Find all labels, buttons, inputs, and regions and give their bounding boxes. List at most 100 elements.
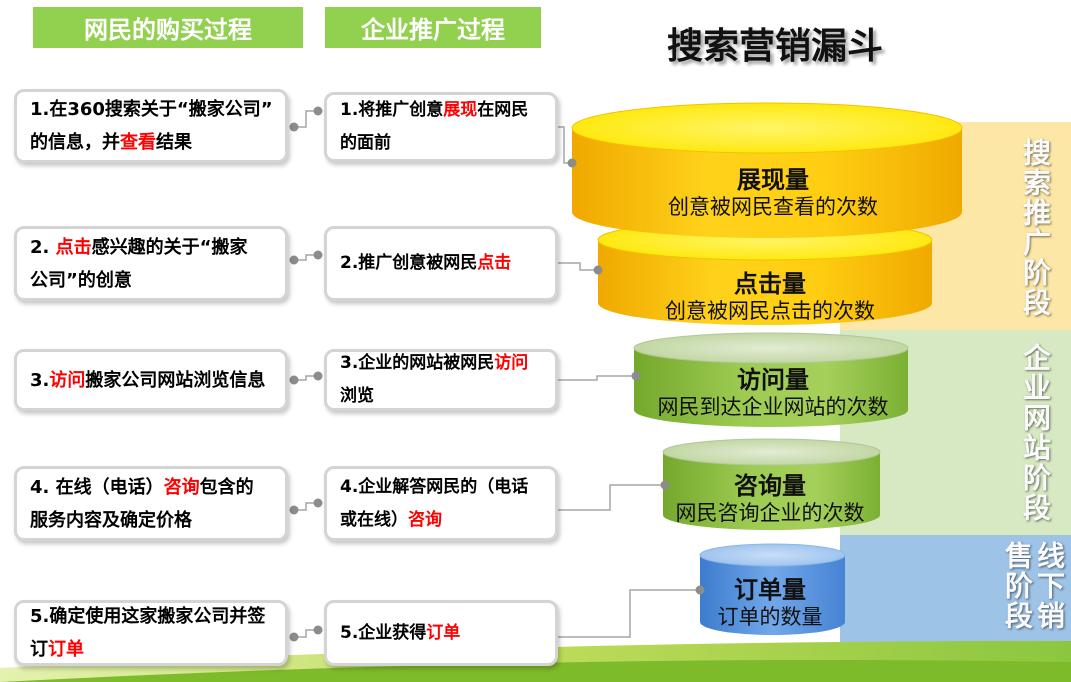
connector-dot (289, 632, 299, 642)
highlight-keyword: 查看 (120, 132, 156, 153)
buyer-step-2: 2. 点击感兴趣的关于“搬家 公司”的创意 (14, 226, 288, 301)
step-text: 公司”的创意 (30, 269, 132, 291)
step-text: 包含的 (199, 476, 254, 498)
connector-line (294, 110, 318, 128)
funnel-label-visits: 访问量 网民到达企业网站的次数 (623, 367, 923, 420)
funnel-layer-top (633, 332, 909, 364)
funnel-label-inquiries: 咨询量 网民咨询企业的次数 (620, 473, 920, 526)
promotion-step-3: 3.企业的网站被网民访问 浏览 (324, 349, 558, 411)
funnel-layer-body (700, 555, 845, 636)
highlight-keyword: 点击 (477, 253, 512, 273)
highlight-keyword: 访问 (494, 353, 529, 373)
connector-line (558, 126, 572, 164)
step-line: 5.企业获得订单 (340, 617, 555, 650)
step-line: 4.企业解答网民的（电话 (340, 471, 555, 504)
funnel-layer-title: 展现量 (737, 166, 809, 194)
step-line: 2. 点击感兴趣的关于“搬家 (30, 231, 285, 264)
page-title: 搜索营销漏斗 (666, 26, 883, 67)
step-text: 浏览 (340, 386, 374, 406)
connector-dot (313, 371, 323, 381)
funnel-layer-title: 订单量 (734, 576, 806, 604)
step-text: 的信息，并 (30, 132, 120, 153)
step-line: 或在线）咨询 (340, 504, 555, 537)
step-text: 2.推广创意被网民 (340, 253, 478, 273)
header-buyer-process: 网民的购买过程 (33, 7, 303, 48)
buyer-step-3: 3.访问搬家公司网站浏览信息 (14, 349, 288, 411)
highlight-keyword: 订单 (426, 622, 461, 643)
funnel-layer-title: 咨询量 (734, 472, 806, 500)
connector-dot (631, 371, 641, 381)
connector-dot (289, 375, 299, 385)
connector-dot (313, 250, 323, 260)
highlight-keyword: 咨询 (408, 509, 442, 530)
step-text: 结果 (156, 132, 192, 153)
step-line: 5.确定使用这家搬家公司并签 (30, 600, 285, 633)
connector-line (294, 629, 318, 638)
step-line: 浏览 (340, 380, 555, 413)
header-promotion-process: 企业推广过程 (325, 7, 541, 48)
step-line: 的信息，并查看结果 (30, 126, 285, 159)
step-text: 1.在360搜索关于“搬家公司” (30, 99, 273, 120)
connector-line (558, 484, 665, 511)
step-line: 的面前 (340, 127, 555, 160)
step-text: 在网民 (477, 100, 529, 120)
promotion-step-5: 5.企业获得订单 (324, 600, 558, 666)
funnel-label-impressions: 展现量 创意被网民查看的次数 (623, 167, 923, 220)
funnel-layer-description: 创意被网民点击的次数 (665, 299, 875, 323)
stage-label-offline-sales: 线下销售阶段 (1001, 541, 1066, 631)
highlight-keyword: 咨询 (163, 476, 200, 498)
step-text: 5.企业获得 (340, 622, 427, 643)
step-text: 4. 在线（电话） (30, 476, 164, 498)
step-line: 公司”的创意 (30, 264, 285, 297)
connector-dot (313, 106, 323, 116)
stage-band-offline-sales (840, 535, 1071, 642)
connector-dot (289, 255, 299, 265)
funnel-layer-description: 网民咨询企业的次数 (675, 501, 865, 525)
funnel-layer-description: 创意被网民查看的次数 (668, 195, 878, 219)
step-text: 1.将推广创意 (340, 100, 444, 120)
buyer-step-1: 1.在360搜索关于“搬家公司” 的信息，并查看结果 (14, 89, 288, 163)
step-line: 1.在360搜索关于“搬家公司” (30, 93, 285, 126)
funnel-layer-body (634, 348, 908, 427)
connector-line (558, 262, 598, 271)
connector-line (294, 254, 318, 261)
connector-line (294, 502, 318, 511)
step-line: 3.企业的网站被网民访问 (340, 347, 555, 380)
connector-dot (289, 122, 299, 132)
step-line: 1.将推广创意展现在网民 (340, 94, 555, 127)
step-text: 3.企业的网站被网民 (340, 353, 495, 373)
funnel-layer-title: 访问量 (737, 366, 809, 394)
ground-swoosh-dark (0, 660, 1071, 682)
funnel-layer-impressions (571, 102, 963, 238)
funnel-label-orders: 订单量 订单的数量 (620, 577, 920, 630)
step-line: 4. 在线（电话）咨询包含的 (30, 471, 285, 504)
buyer-step-5: 5.确定使用这家搬家公司并签 订订单 (14, 600, 288, 666)
highlight-keyword: 访问 (49, 369, 86, 391)
connector-dot (593, 265, 603, 275)
step-text: 感兴趣的关于“搬家 (91, 236, 248, 258)
connector-dot (313, 498, 323, 508)
step-line: 服务内容及确定价格 (30, 504, 285, 537)
step-text: 5.确定使用这家搬家公司并签 (30, 606, 266, 627)
step-text: 或在线） (340, 509, 408, 530)
funnel-layer-description: 订单的数量 (717, 605, 823, 629)
promotion-step-4: 4.企业解答网民的（电话 或在线）咨询 (324, 466, 558, 541)
funnel-layer-body (663, 452, 880, 531)
step-text: 服务内容及确定价格 (30, 509, 192, 531)
funnel-layer-description: 网民到达企业网站的次数 (657, 395, 889, 419)
stage-label-website: 企业网站阶段 (1019, 343, 1052, 523)
funnel-layer-body (598, 240, 932, 325)
connector-line (558, 589, 700, 638)
connector-line (294, 375, 318, 381)
step-text: 的面前 (340, 133, 391, 153)
connector-dot (289, 505, 299, 515)
funnel-layer-title: 点击量 (734, 270, 806, 298)
connector-dot (660, 480, 670, 490)
step-text: 3. (30, 369, 50, 391)
connector-dot (695, 585, 705, 595)
highlight-keyword: 点击 (55, 236, 92, 258)
step-text: 搬家公司网站浏览信息 (85, 369, 266, 391)
funnel-layer-body (572, 128, 962, 238)
